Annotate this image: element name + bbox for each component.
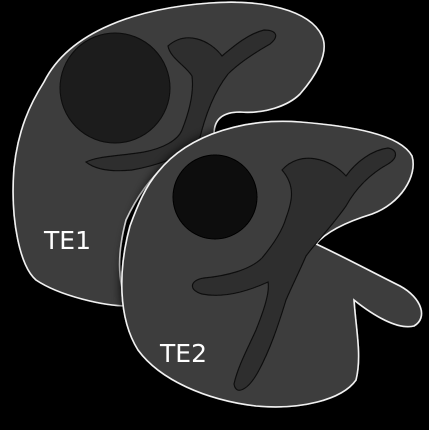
cell-te1-label: TE1 <box>43 226 91 255</box>
cell-te2-nucleus <box>173 155 257 239</box>
cell-te2-label: TE2 <box>159 339 207 368</box>
cell-te1-nucleus <box>60 33 170 143</box>
